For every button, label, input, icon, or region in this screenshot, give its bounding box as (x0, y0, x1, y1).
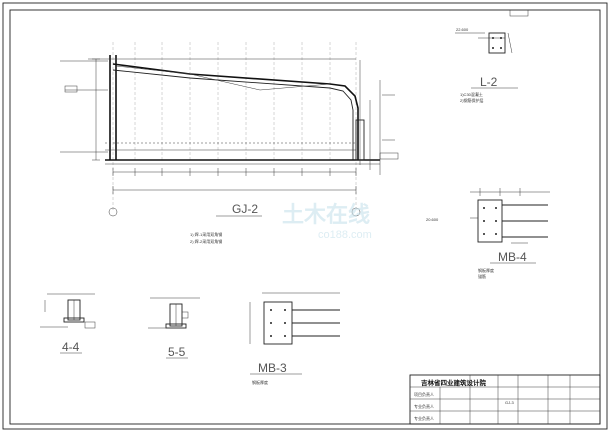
section-5-5-title: 5-5 (168, 345, 186, 359)
section-5-5 (148, 297, 200, 329)
mb4-elev: 20.600 (426, 217, 439, 222)
title-block (409, 374, 601, 425)
section-4-4-title: 4-4 (62, 340, 80, 354)
detail-mb4 (470, 188, 550, 244)
l2-title: L-2 (480, 75, 498, 89)
design-institute-name: 吉林省四业建筑设计院 (421, 378, 487, 387)
mb4-note-1: 钢板厚度 (478, 267, 494, 273)
title-row-label-3: 专业负责人 (414, 415, 434, 421)
axis-bubble-2 (351, 207, 361, 217)
title-row-label-2: 专业负责人 (414, 403, 434, 409)
mb4-title: MB-4 (498, 250, 527, 264)
gj2-title: GJ-2 (232, 202, 258, 216)
axis-bubble-1 (108, 207, 118, 217)
mb4-note-2: 锚筋 (478, 273, 486, 279)
section-l2: 22.600 (455, 9, 529, 54)
watermark-text: 土木在线 (282, 202, 370, 227)
section-4-4 (40, 293, 96, 329)
truss-elevation-gj2 (60, 42, 399, 217)
title-row-label-1: 项目负责人 (414, 391, 434, 397)
gj2-note-1: 1) 焊-1采用双角钢 (190, 231, 222, 237)
detail-mb3 (249, 292, 340, 345)
l2-elev: 22.600 (456, 27, 469, 32)
mb3-title: MB-3 (258, 361, 287, 375)
inner-border (9, 9, 601, 425)
watermark-url: co188.com (318, 229, 372, 241)
l2-note-2: 2)钢筋保护层 (460, 97, 484, 103)
mb3-note: 钢板厚度 (252, 379, 268, 385)
gj2-note-2: 2) 焊-2采用双角钢 (190, 238, 222, 244)
l2-note-1: 1)C30混凝土 (460, 91, 483, 97)
top-chord (112, 63, 359, 160)
drawing-number: GJ-3 (505, 400, 514, 405)
